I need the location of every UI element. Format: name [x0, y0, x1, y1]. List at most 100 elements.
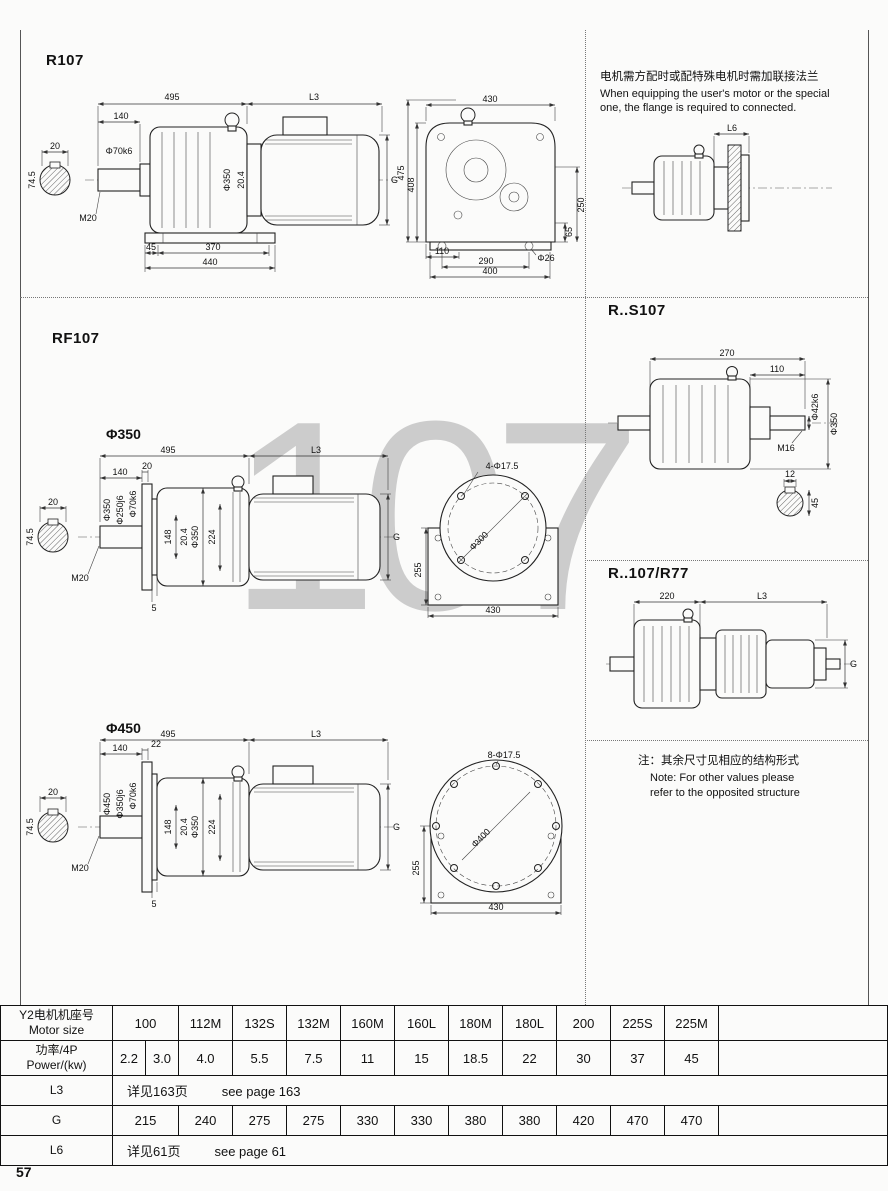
horizontal-dotted-separator-3	[585, 740, 868, 741]
dim-label: 430	[488, 902, 503, 912]
dim-label: 5	[151, 603, 156, 613]
horizontal-dotted-separator-2	[585, 560, 868, 561]
section-title-rs107: R..S107	[608, 302, 666, 319]
dim-label: L3	[757, 591, 767, 601]
dim-label: 255	[411, 860, 421, 875]
motor-size-row: Y2电机机座号 Motor size 100 112M 132S 132M 16…	[0, 1005, 888, 1041]
table-cell: 225S	[610, 1005, 666, 1041]
section-title-rf107: RF107	[52, 330, 100, 347]
dim-label: 45	[810, 498, 820, 508]
dim-label: 22	[151, 739, 161, 749]
shaft-key-section	[37, 796, 69, 843]
table-cell: 112M	[178, 1005, 234, 1041]
dim-label: 400	[482, 266, 497, 276]
shaft-key-section	[37, 506, 69, 553]
r107-side-view-drawing: 20 74.5 Φ70k6 495 L3 140 Φ350 20.4 G M20…	[27, 92, 398, 272]
row-header-power: 功率/4P Power/(kw)	[0, 1040, 113, 1076]
dim-label: 250	[576, 197, 586, 212]
rf107-350-flange-front-drawing: 4-Φ17.5 Φ300 255 430	[413, 461, 559, 618]
spec-table: Y2电机机座号 Motor size 100 112M 132S 132M 16…	[0, 1005, 888, 1166]
dim-label: 74.5	[27, 171, 37, 189]
dim-label: 4-Φ17.5	[486, 461, 519, 471]
empty-cell	[718, 1040, 888, 1076]
dim-label: Φ450	[102, 793, 112, 815]
rf107-350-side-view-drawing: 20 74.5 495 L3 140 20 Φ350 Φ250j6 Φ70k6 …	[25, 445, 400, 613]
table-cell: 180L	[502, 1005, 558, 1041]
dim-label: 20	[48, 787, 58, 797]
section-title-r107: R107	[46, 52, 84, 69]
r107-front-view-drawing: 430 475 408 65 250 Φ26 110 290 400	[396, 94, 586, 279]
dim-label: 255	[413, 562, 423, 577]
dim-label: 20	[48, 497, 58, 507]
dimension-lines	[713, 132, 750, 165]
dim-label: Φ350	[829, 413, 839, 435]
dim-label: Φ70k6	[128, 491, 138, 518]
dimension-lines	[633, 600, 848, 689]
rs107-drawing: 270 110 Φ42k6 Φ350 M16 12 45	[608, 348, 839, 517]
table-cell: 330	[394, 1105, 450, 1136]
dimension-labels: 20 74.5 495 L3 140 22 Φ450 Φ350j6 Φ70k6 …	[25, 729, 400, 909]
right-border-line	[868, 30, 869, 1005]
table-cell: 5.5	[232, 1040, 288, 1076]
table-cell: 275	[286, 1105, 342, 1136]
empty-cell	[718, 1005, 888, 1041]
table-cell: 132M	[286, 1005, 342, 1041]
table-cell: 420	[556, 1105, 612, 1136]
dim-label: M20	[71, 573, 89, 583]
table-cell: 37	[610, 1040, 666, 1076]
dim-label: G	[850, 659, 857, 669]
table-cell: 240	[178, 1105, 234, 1136]
dim-label: 495	[160, 445, 175, 455]
dim-label: 495	[164, 92, 179, 102]
dimension-labels: 430 475 408 65 250 Φ26 110 290 400	[396, 94, 586, 276]
table-cell: 470	[664, 1105, 720, 1136]
row-header-motor-size: Y2电机机座号 Motor size	[0, 1005, 113, 1041]
dim-label: 408	[406, 177, 416, 192]
dim-label: 495	[160, 729, 175, 739]
gearmotor-outline	[78, 761, 400, 893]
table-cell: 4.0	[178, 1040, 234, 1076]
dim-label: 220	[659, 591, 674, 601]
dim-label: 20.4	[236, 171, 246, 189]
dim-label: 20.4	[179, 818, 189, 836]
dim-label: 8-Φ17.5	[488, 750, 521, 760]
dim-label: Φ350	[222, 169, 232, 191]
page-number: 57	[16, 1164, 32, 1180]
dim-label: 20.4	[179, 528, 189, 546]
dim-label: 370	[205, 242, 220, 252]
other-note-en1: Note: For other values please	[650, 772, 795, 784]
dim-label: 430	[485, 605, 500, 615]
dim-label: 224	[207, 819, 217, 834]
dim-label: Φ350j6	[115, 789, 125, 818]
row-header-g: G	[0, 1105, 113, 1136]
dimension-lines	[95, 102, 390, 272]
dim-label: 20	[142, 461, 152, 471]
table-cell: 160L	[394, 1005, 450, 1041]
dimension-lines	[420, 760, 562, 915]
dim-label: L3	[311, 729, 321, 739]
table-cell: 225M	[664, 1005, 720, 1041]
dim-label: 20	[50, 141, 60, 151]
table-cell: 2.2	[112, 1040, 146, 1076]
row-header-l6: L6	[0, 1135, 113, 1166]
dim-label: Φ26	[537, 253, 554, 263]
dim-label: 270	[719, 348, 734, 358]
dim-label: 148	[163, 529, 173, 544]
dim-label: M20	[79, 213, 97, 223]
flange-note-en2: one, the flange is required to connected…	[600, 102, 797, 114]
dim-label: 45	[146, 242, 156, 252]
dim-label: 12	[785, 469, 795, 479]
dimension-lines	[649, 357, 831, 516]
dim-label: G	[391, 175, 398, 185]
other-note-en2: refer to the opposited structure	[650, 787, 800, 799]
table-cell: 380	[502, 1105, 558, 1136]
dimension-labels: 20 74.5 Φ70k6 495 L3 140 Φ350 20.4 G M20…	[27, 92, 398, 267]
shaft-key-section	[39, 150, 71, 196]
horizontal-dotted-separator-1	[20, 297, 868, 298]
dim-label: Φ42k6	[810, 394, 820, 421]
power-row: 功率/4P Power/(kw) 2.2 3.0 4.0 5.5 7.5 11 …	[0, 1040, 888, 1076]
